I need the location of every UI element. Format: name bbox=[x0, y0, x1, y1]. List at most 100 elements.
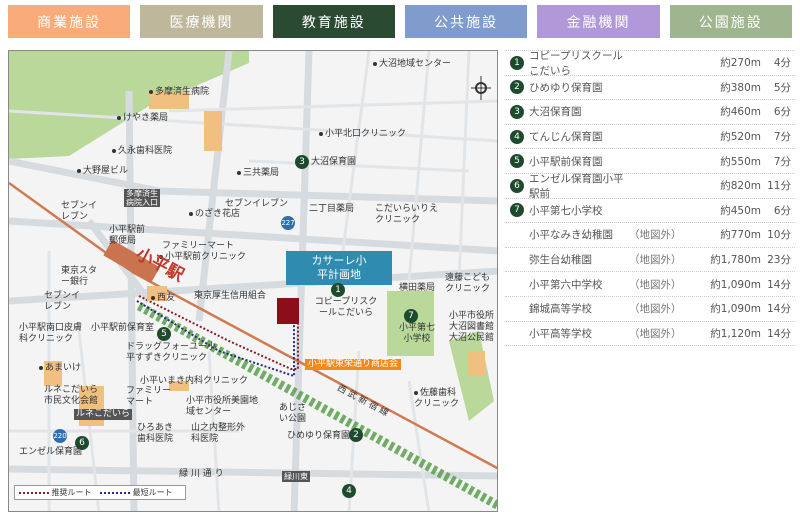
facility-name: てんじん保育園 bbox=[529, 131, 603, 144]
facility-distance: 約270m bbox=[720, 57, 761, 70]
map-label: 遠藤こどもクリニック bbox=[445, 273, 491, 294]
street-label: 小平駅東栄通り商店会 bbox=[305, 359, 402, 370]
recommended-route-swatch bbox=[19, 491, 49, 494]
facility-marker-3[interactable]: 3 bbox=[295, 155, 309, 169]
map-label: ひろあき歯科医院 bbox=[137, 423, 174, 444]
map-label: 横田薬局 bbox=[399, 283, 436, 293]
facility-name: 小平なみき幼稚園 bbox=[529, 229, 613, 242]
map-label: こだいらいりえクリニック bbox=[375, 204, 439, 225]
off-map-note: （地図外） bbox=[629, 229, 682, 242]
facility-number-badge: 4 bbox=[510, 129, 524, 144]
facility-name: コピープリスクールこだいら bbox=[529, 49, 623, 77]
facility-name: 小平第六中学校 bbox=[529, 278, 603, 291]
facility-distance: 約1,120m bbox=[710, 327, 761, 340]
facility-number-badge: 1 bbox=[510, 55, 524, 70]
walk-time: 6分 bbox=[773, 204, 791, 217]
walk-time: 6分 bbox=[773, 106, 791, 119]
school-ground bbox=[387, 291, 434, 356]
map-label: セブンイレブン bbox=[61, 201, 98, 222]
facility-marker-4[interactable]: 4 bbox=[342, 484, 356, 498]
facility-distance: 約1,090m bbox=[710, 278, 761, 291]
area-map[interactable]: 多摩済生病院 けやき薬局 久永歯科医院 大野屋ビル 多摩済生病院入口 セブンイレ… bbox=[8, 50, 498, 512]
legend-shortest: 最短ルート bbox=[132, 488, 173, 497]
legend-recommended: 推奨ルート bbox=[51, 488, 92, 497]
tab-education[interactable]: 教育施設 bbox=[272, 5, 395, 38]
map-label: セブンイレブン bbox=[225, 199, 289, 209]
map-label: 佐藤歯科クリニック bbox=[414, 388, 460, 409]
facility-marker-1[interactable]: 1 bbox=[331, 283, 345, 297]
facility-marker-5[interactable]: 5 bbox=[157, 327, 171, 341]
tab-financial[interactable]: 金融機関 bbox=[537, 5, 660, 38]
station-building bbox=[103, 239, 160, 283]
facility-number-badge: 5 bbox=[510, 154, 524, 169]
map-label: あまいけ bbox=[39, 363, 81, 374]
map-label: 山之内整形外科医院 bbox=[191, 423, 246, 444]
map-label: 小平駅前保育室 bbox=[91, 323, 155, 333]
walk-time: 4分 bbox=[773, 57, 791, 70]
facility-marker-7[interactable]: 7 bbox=[404, 309, 418, 323]
map-label: 小平第七小学校 bbox=[398, 323, 435, 344]
tab-parks[interactable]: 公園施設 bbox=[669, 5, 792, 38]
map-label: 二丁目薬局 bbox=[309, 204, 355, 214]
tab-commercial[interactable]: 商業施設 bbox=[8, 5, 131, 38]
walk-time: 7分 bbox=[773, 155, 791, 168]
map-label: 小平市役所美園地域センター bbox=[186, 396, 259, 417]
map-label: エンゼル保育園 bbox=[19, 447, 83, 457]
facility-name: 小平駅前保育園 bbox=[529, 155, 603, 168]
compass-icon bbox=[471, 76, 491, 100]
street-label: 緑 川 通 り bbox=[179, 469, 224, 479]
map-label: 小平駅前郵便局 bbox=[109, 225, 146, 246]
map-label: ルネこだいら市民文化会館 bbox=[44, 385, 99, 406]
map-label: ファミリーマート bbox=[162, 241, 235, 251]
facility-marker-6[interactable]: 6 bbox=[75, 436, 89, 450]
map-label: 小平駅南口皮膚科クリニック bbox=[19, 323, 83, 344]
map-label: 小平市役所大沼図書館大沼公民館 bbox=[449, 311, 495, 343]
walk-time: 14分 bbox=[767, 278, 791, 291]
facility-name: 小平高等学校 bbox=[529, 327, 592, 340]
route-legend: 推奨ルート 最短ルート bbox=[14, 485, 186, 500]
map-label: 大野屋ビル bbox=[77, 166, 128, 177]
facility-row[interactable]: 1 コピープリスクールこだいら 約270m 4分 bbox=[505, 49, 795, 77]
map-label: 多摩済生病院 bbox=[149, 87, 209, 98]
map-label: ルネこだいら bbox=[74, 409, 133, 420]
map-label: 小平北口クリニック bbox=[319, 129, 406, 140]
map-label: 東京厚生信用組合 bbox=[194, 291, 267, 301]
facility-number-badge: 2 bbox=[510, 80, 524, 95]
facility-row[interactable]: 5 小平駅前保育園 約550m 7分 bbox=[505, 149, 795, 174]
shortest-route bbox=[136, 300, 295, 378]
map-label: のざき花店 bbox=[189, 209, 240, 220]
route-220-sign: 220 bbox=[53, 429, 67, 443]
shortest-route-swatch bbox=[100, 491, 131, 494]
facility-marker-2[interactable]: 2 bbox=[349, 428, 363, 442]
walk-time: 5分 bbox=[773, 81, 791, 94]
facility-number-badge: 7 bbox=[510, 203, 524, 218]
tab-medical[interactable]: 医療機関 bbox=[140, 5, 263, 38]
facility-distance: 約380m bbox=[720, 81, 761, 94]
map-label: 久永歯科医院 bbox=[112, 146, 172, 157]
facility-distance: 約450m bbox=[720, 204, 761, 217]
map-graphics bbox=[9, 51, 497, 511]
facility-distance: 約1,780m bbox=[710, 254, 761, 267]
site-building bbox=[277, 298, 299, 324]
walk-time: 14分 bbox=[767, 327, 791, 340]
map-label: あじさい公園 bbox=[279, 403, 307, 424]
facility-distance: 約550m bbox=[720, 155, 761, 168]
route-227-sign: 227 bbox=[281, 216, 295, 230]
map-label: 小平駅前クリニック bbox=[159, 252, 246, 263]
tab-public[interactable]: 公共施設 bbox=[404, 5, 528, 38]
facility-distance: 約820m bbox=[720, 180, 761, 193]
facility-number-badge: 3 bbox=[510, 104, 524, 119]
map-label: 大沼地域センター bbox=[373, 59, 451, 70]
map-label: セブンイレブン bbox=[44, 291, 81, 312]
map-label: 三共薬局 bbox=[237, 168, 279, 179]
